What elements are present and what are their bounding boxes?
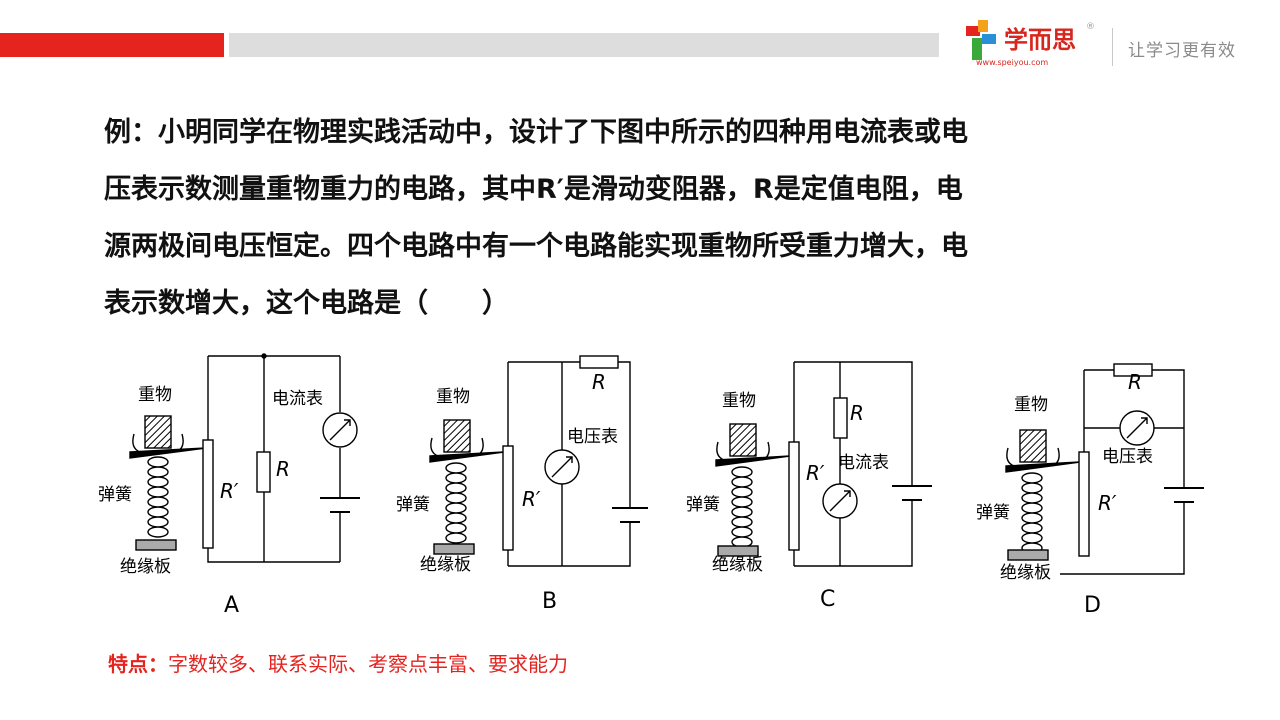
header-gray-bar [229, 33, 939, 57]
slogan: 让学习更有效 [1128, 41, 1236, 61]
weight-label: 重物 [138, 385, 172, 405]
circuit-a [129, 353, 360, 563]
rheostat-label: R′ [522, 487, 541, 511]
feature-text: 字数较多、联系实际、考察点丰富、要求能力 [168, 652, 568, 676]
spring-label: 弹簧 [976, 503, 1010, 523]
resistor-label: R [276, 457, 290, 481]
header-red-bar [0, 33, 224, 57]
voltmeter-label: 电压表 [1102, 447, 1153, 467]
circuit-b [429, 355, 648, 567]
brand-name: 学而思 [1004, 26, 1076, 54]
circuit-diagrams: 重物 弹簧 绝缘板 电流表 R′ R A 重物 弹簧 绝缘板 电压表 R′ R … [98, 353, 1204, 618]
resistor-label: R [850, 401, 864, 425]
insulator-label: 绝缘板 [712, 555, 763, 575]
rheostat-label: R′ [220, 479, 239, 503]
weight-label: 重物 [1014, 395, 1048, 415]
spring-label: 弹簧 [396, 495, 430, 515]
ammeter-label: 电流表 [272, 389, 323, 409]
insulator-label: 绝缘板 [1000, 563, 1051, 583]
question-line: 源两极间电压恒定。四个电路中有一个电路能实现重物所受重力增大，电 [104, 231, 968, 262]
insulator-label: 绝缘板 [420, 555, 471, 575]
voltmeter-label: 电压表 [567, 427, 618, 447]
ammeter-label: 电流表 [838, 453, 889, 473]
circuit-c [715, 361, 932, 567]
spring-label: 弹簧 [686, 495, 720, 515]
option-label-d: D [1084, 593, 1101, 618]
question-line: 压表示数测量重物重力的电路，其中R′是滑动变阻器，R是定值电阻，电 [104, 174, 963, 205]
brand-logo-icon [966, 20, 996, 60]
insulator-label: 绝缘板 [120, 557, 171, 577]
option-label-c: C [820, 587, 835, 612]
feature-note: 特点：字数较多、联系实际、考察点丰富、要求能力 [108, 648, 568, 677]
rheostat-label: R′ [806, 461, 825, 485]
question-line: 例：小明同学在物理实践活动中，设计了下图中所示的四种用电流表或电 [104, 117, 968, 148]
resistor-label: R [592, 370, 606, 394]
logo-divider [1112, 28, 1113, 66]
weight-label: 重物 [722, 391, 756, 411]
question-line: 表示数增大，这个电路是（ ） [104, 288, 509, 319]
brand-url: www.speiyou.com [976, 58, 1049, 67]
resistor-label: R [1128, 370, 1142, 394]
circuit-d [1005, 363, 1204, 575]
weight-label: 重物 [436, 387, 470, 407]
option-label-b: B [542, 589, 557, 614]
question-text: 例：小明同学在物理实践活动中，设计了下图中所示的四种用电流表或电 压表示数测量重… [104, 104, 1164, 332]
spring-label: 弹簧 [98, 485, 132, 505]
option-label-a: A [224, 593, 239, 618]
feature-title: 特点： [108, 652, 168, 676]
rheostat-label: R′ [1098, 491, 1117, 515]
registered-mark: ® [1086, 22, 1095, 32]
